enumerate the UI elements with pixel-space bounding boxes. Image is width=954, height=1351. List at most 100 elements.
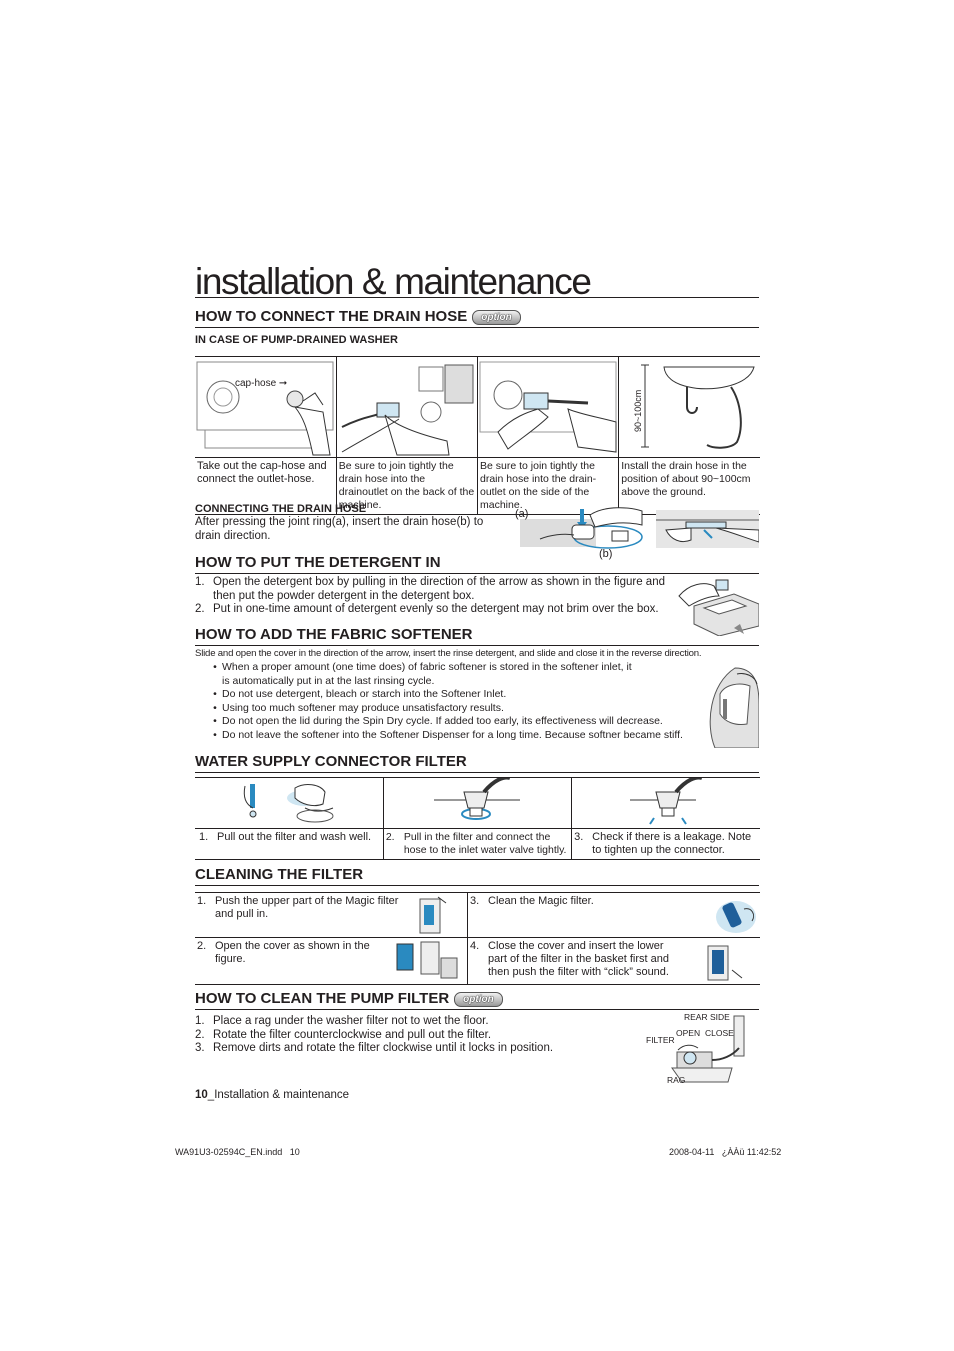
inlet-connect-illustration — [433, 778, 520, 820]
pump-step-3: 3.Remove dirts and rotate the filter clo… — [195, 1042, 640, 1056]
drain-insert-illustration — [656, 510, 759, 548]
section-rule — [195, 573, 759, 574]
drain-step1-text: Take out the cap-hose and connect the ou… — [195, 457, 337, 515]
detergent-step-2-text: Put in one-time amount of detergent even… — [213, 603, 659, 615]
drain-step3-text: Be sure to join tightly the drain hose i… — [476, 457, 620, 515]
side-drain-illustration — [479, 361, 617, 453]
page-number: 10 — [195, 1089, 208, 1101]
section-rule — [195, 885, 759, 886]
title-rule — [195, 297, 759, 298]
section-rule — [195, 1009, 759, 1010]
cleaning-step4-text: Close the cover and insert the lower par… — [488, 940, 669, 978]
water-step2: 2.Pull in the filter and connect the hos… — [382, 828, 573, 860]
height-drain-illustration — [641, 364, 755, 449]
pump-step-3-text: Remove dirts and rotate the filter clock… — [213, 1042, 554, 1054]
magic-filter-clean-illustration — [716, 901, 756, 933]
water-step3-text: Check if there is a leakage. Note to tig… — [592, 831, 752, 856]
joint-ring-illustration — [520, 505, 645, 555]
softener-bullet-text: Do not use detergent, bleach or starch i… — [222, 688, 507, 700]
option-badge: option — [454, 991, 503, 1007]
page-footer: 10_Installation & maintenance — [195, 1089, 349, 1101]
softener-bullets: •When a proper amount (one time does) of… — [208, 661, 708, 742]
leak-check-illustration — [630, 778, 703, 825]
cap-hose-label: cap-hose ➞ — [235, 378, 288, 389]
softener-heading: HOW TO ADD THE FABRIC SOFTENER — [195, 626, 473, 643]
softener-bullet-text: Using too much softener may produce unsa… — [222, 701, 504, 714]
water-filter-table: 1.Pull out the filter and wash well. 2.P… — [195, 777, 760, 860]
softener-bullet-text: Do not open the lid during the Spin Dry … — [222, 715, 663, 727]
water-step1-image — [195, 777, 384, 829]
print-timestamp: 2008-04-11 ¿ÀÀü 11:42:52 — [669, 1147, 782, 1157]
pump-filter-steps: 1.Place a rag under the washer filter no… — [195, 1015, 640, 1056]
filter-wash-illustration — [243, 784, 334, 823]
drain-step2-image — [335, 356, 479, 458]
filter-label: FILTER — [646, 1035, 675, 1045]
softener-bullet: •Do not use detergent, bleach or starch … — [208, 688, 708, 702]
water-step3-image — [571, 777, 760, 829]
detergent-step-1: 1.Open the detergent box by pulling in t… — [195, 576, 670, 603]
section-rule — [195, 772, 759, 773]
open-label: OPEN — [676, 1028, 701, 1038]
cleaning-step3-text: Clean the Magic filter. — [488, 895, 594, 907]
water-filter-heading: WATER SUPPLY CONNECTOR FILTER — [195, 753, 467, 770]
pump-step-2-text: Rotate the filter counterclockwise and p… — [213, 1028, 492, 1041]
page-title: installation & maintenance — [195, 261, 592, 302]
drain-step1-image: cap-hose ➞ — [195, 356, 337, 458]
drain-step4-image: 90~100cm — [618, 356, 760, 458]
drain-step2-text: Be sure to join tightly the drain hose i… — [335, 457, 479, 515]
magic-filter-push-illustration — [419, 896, 447, 934]
pump-filter-illustration — [642, 1012, 759, 1087]
softener-bullet: •When a proper amount (one time does) of… — [208, 661, 708, 688]
cleaning-step2: 2.Open the cover as shown in the figure. — [195, 937, 468, 985]
cleaning-step2-text: Open the cover as shown in the figure. — [215, 940, 370, 965]
cap-hose-label-text: cap-hose — [235, 378, 277, 389]
rear-side-label: REAR SIDE — [684, 1012, 730, 1022]
cover-close-illustration — [707, 945, 743, 981]
file-name: WA91U3-02594C_EN.indd 10 — [175, 1147, 300, 1157]
pump-step-2: 2.Rotate the filter counterclockwise and… — [195, 1029, 640, 1043]
drain-hose-heading-text: HOW TO CONNECT THE DRAIN HOSE — [195, 308, 468, 325]
cleaning-step1-text: Push the upper part of the Magic filter … — [215, 895, 399, 920]
cap-hose-illustration — [196, 361, 334, 456]
water-step3: 3.Check if there is a leakage. Note to t… — [571, 828, 760, 860]
softener-bullet-text: Do not leave the softener into the Softe… — [222, 728, 683, 741]
drain-step3-image — [476, 356, 620, 458]
connecting-text: After pressing the joint ring(a), insert… — [195, 516, 484, 542]
close-label: CLOSE — [705, 1028, 734, 1038]
detergent-steps: 1.Open the detergent box by pulling in t… — [195, 576, 670, 617]
water-step2-image — [382, 777, 573, 829]
pump-step-1: 1.Place a rag under the washer filter no… — [195, 1015, 640, 1029]
softener-bullet: •Do not open the lid during the Spin Dry… — [208, 715, 708, 729]
softener-intro: Slide and open the cover in the directio… — [195, 648, 702, 659]
footer-section: _Installation & maintenance — [207, 1089, 350, 1101]
water-step2-text: Pull in the filter and connect the hose … — [403, 831, 567, 856]
softener-inlet-illustration — [705, 664, 759, 748]
water-step1: 1.Pull out the filter and wash well. — [195, 828, 384, 860]
softener-bullet-text: When a proper amount (one time does) of … — [222, 661, 632, 687]
cleaning-step4: 4.Close the cover and insert the lower p… — [467, 937, 760, 985]
connecting-heading: CONNECTING THE DRAIN HOSE — [195, 503, 367, 515]
detergent-step-2: 2.Put in one-time amount of detergent ev… — [195, 603, 670, 617]
detergent-step-1-text: Open the detergent box by pulling in the… — [213, 576, 665, 602]
detergent-box-illustration — [674, 576, 759, 636]
cleaning-step3: 3.Clean the Magic filter. — [467, 892, 760, 938]
height-label: 90~100cm — [633, 389, 644, 432]
detergent-heading: HOW TO PUT THE DETERGENT IN — [195, 554, 441, 571]
drain-hose-steps-table: cap-hose ➞ — [195, 356, 760, 515]
pump-filter-heading-text: HOW TO CLEAN THE PUMP FILTER — [195, 990, 450, 1007]
label-a: (a) — [515, 508, 529, 520]
back-drain-illustration — [341, 364, 474, 456]
option-badge: option — [472, 309, 521, 325]
rag-label: RAG — [667, 1075, 686, 1085]
cover-open-illustration — [396, 941, 458, 979]
drain-step4-text: Install the drain hose in the position o… — [618, 457, 760, 515]
cleaning-filter-table: 1.Push the upper part of the Magic filte… — [195, 892, 760, 985]
softener-bullet: •Using too much softener may produce uns… — [208, 702, 708, 716]
label-b: (b) — [599, 548, 613, 560]
section-rule — [195, 645, 759, 646]
section-rule — [195, 327, 759, 328]
softener-bullet: •Do not leave the softener into the Soft… — [208, 729, 708, 743]
cleaning-filter-heading: CLEANING THE FILTER — [195, 866, 364, 883]
